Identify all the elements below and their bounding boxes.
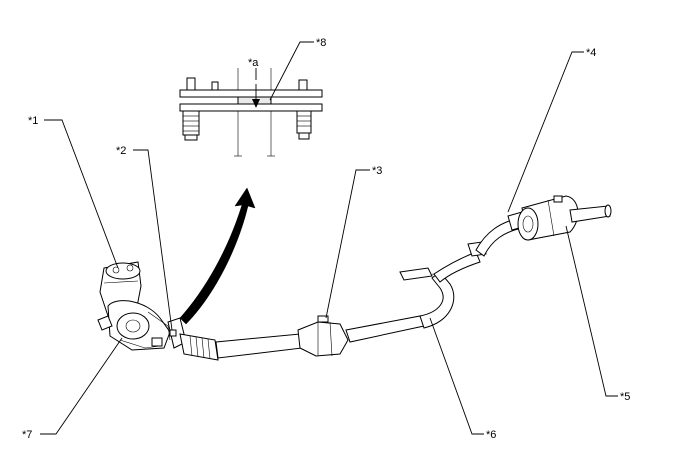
label-4: *4 xyxy=(586,47,596,59)
label-3: *3 xyxy=(372,165,382,177)
label-8: *8 xyxy=(316,37,326,49)
label-5: *5 xyxy=(620,391,630,403)
leader-lines xyxy=(40,41,618,435)
label-7: *7 xyxy=(22,429,32,441)
label-2: *2 xyxy=(116,145,126,157)
callout-arrow xyxy=(179,187,256,325)
flange-detail-inset xyxy=(179,68,323,157)
label-1: *1 xyxy=(28,115,38,127)
label-a: *a xyxy=(248,57,259,69)
label-6: *6 xyxy=(486,429,496,441)
exhaust-assembly xyxy=(97,195,612,361)
